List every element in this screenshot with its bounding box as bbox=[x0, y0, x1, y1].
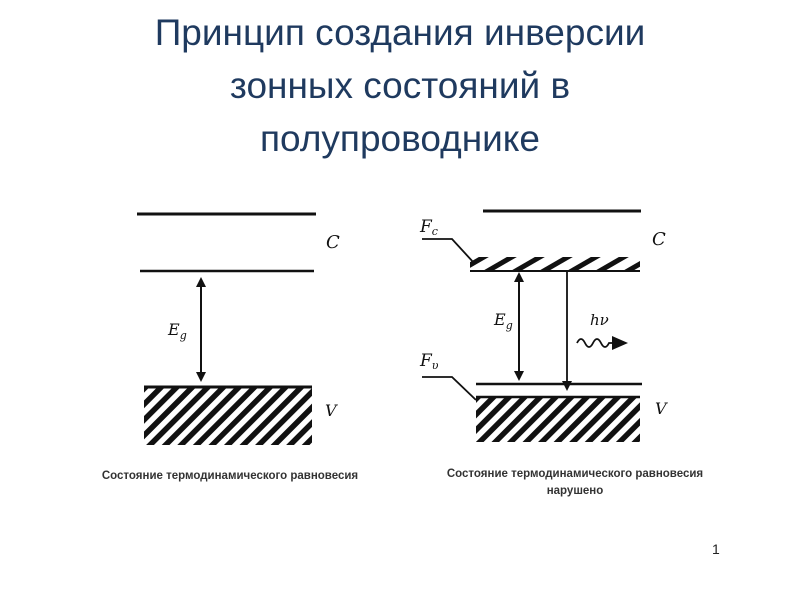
left-caption: Состояние термодинамического равновесия bbox=[101, 470, 359, 482]
right-valence-band bbox=[476, 397, 640, 442]
title-line-1: Принцип создания инверсии bbox=[154, 12, 646, 53]
right-band-diagram: Eg hν Fc Fυ C V bbox=[419, 209, 668, 442]
right-caption: Состояние термодинамического равновесия … bbox=[405, 466, 745, 500]
right-caption-line-1: Состояние термодинамического равновесия bbox=[446, 468, 704, 480]
photon-label: hν bbox=[590, 311, 609, 329]
right-caption-line-2: нарушено bbox=[546, 485, 604, 497]
fermi-v-leader bbox=[422, 376, 477, 401]
fermi-c-label: Fc bbox=[419, 217, 438, 238]
left-gap-label: Eg bbox=[167, 320, 187, 342]
fermi-c-leader bbox=[422, 238, 475, 264]
right-conduction-label: C bbox=[652, 229, 666, 250]
title-line-3: полупроводнике bbox=[260, 118, 540, 159]
photon-arrow-head bbox=[612, 336, 628, 350]
photon-wave bbox=[576, 338, 614, 348]
fermi-v-label: Fυ bbox=[419, 351, 439, 372]
left-conduction-label: C bbox=[326, 232, 340, 253]
title-line-2: зонных состояний в bbox=[229, 65, 571, 106]
left-valence-band bbox=[144, 387, 312, 445]
left-valence-label: V bbox=[325, 401, 338, 420]
left-band-diagram: Eg C V bbox=[137, 212, 340, 445]
right-valence-label: V bbox=[655, 399, 668, 418]
right-conduction-band-filled bbox=[470, 257, 640, 271]
right-gap-label: Eg bbox=[493, 310, 513, 332]
page-number: 1 bbox=[712, 541, 720, 557]
slide-title: Принцип создания инверсии зонных состоян… bbox=[60, 6, 740, 165]
